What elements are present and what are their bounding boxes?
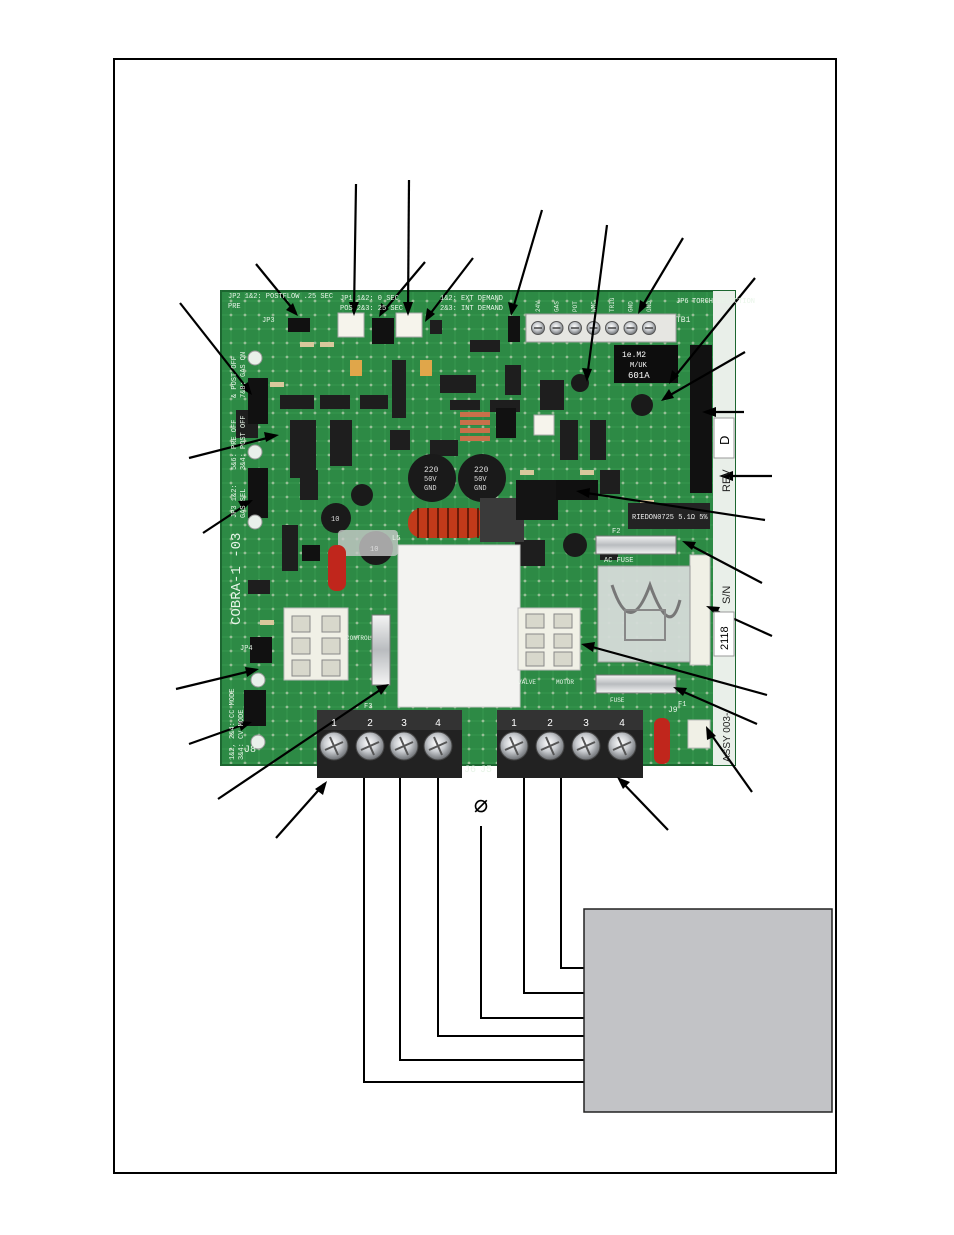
screw-slot: [394, 736, 414, 756]
terminal-numbers: 1 2 3 4 1 2 3 4: [331, 718, 625, 729]
cap1-mark-3: GND: [424, 485, 437, 493]
jp1b-header-label: POS 2&3: 25 SEC: [340, 305, 403, 313]
resistor-marking: RIEDON0725 5.1Ω 5%: [632, 514, 708, 522]
jp5-header-label: 1&2: EXT DEMAND: [440, 295, 503, 303]
silkscreen: JP2 1&2: POSTFLOW .25 SEC PRE JP3 JP1 1&…: [228, 293, 755, 776]
jp3-header-label: JP3: [262, 317, 275, 325]
j5-label: J5: [480, 765, 492, 776]
tb1-terminal-label: 24V: [535, 301, 542, 312]
potentiometers: [337, 312, 555, 436]
tb1-terminal-label: GND: [646, 301, 653, 312]
assy-label: ASSY 003-: [722, 713, 733, 762]
cap2-mark-1: 220: [474, 466, 489, 475]
tb1-screws: [531, 321, 656, 335]
jp4-cv-label: 3&4: CV MODE: [238, 710, 246, 760]
serial-number: 2118: [719, 626, 731, 650]
tb1-terminal-label: POT: [572, 301, 579, 312]
relay-mark-2: M/UK: [630, 362, 648, 370]
rev-letter: D: [717, 436, 732, 445]
ground-symbol: ⌀: [474, 790, 488, 818]
post-off-label: 3&4: POST OFF: [240, 415, 248, 470]
jp4-label: JP4: [240, 645, 253, 653]
cap1-mark-2: 50V: [424, 476, 437, 484]
l5-label: L5: [392, 535, 400, 543]
relay-mark-1: 1e.M2: [622, 351, 646, 360]
jp3-label: JP3 1&2:: [231, 484, 239, 518]
cap-small-1: 10: [331, 516, 339, 524]
gas-sel-label: GAS SEL: [240, 489, 248, 518]
tb1-terminal-labels: 24V GAS POT WMC TRIG GND GND: [535, 297, 653, 312]
fuse-label: FUSE: [610, 697, 625, 704]
screw-slot: [360, 736, 380, 756]
fuses: [371, 535, 677, 694]
jp5b-header-label: 2&3: INT DEMAND: [440, 305, 503, 313]
pre-off-label: 5&6: PRE OFF: [231, 420, 239, 470]
jp6-label: JP6: [676, 298, 689, 306]
valve-label: VALVE: [518, 679, 536, 686]
torch-selection-label: TORCH SELECTION: [692, 298, 755, 306]
screw-slot: [324, 736, 344, 756]
tb1-terminal-label: GND: [628, 301, 635, 312]
f2-label: F2: [612, 528, 620, 536]
f1-label: F1: [678, 701, 686, 709]
f3-label: F3: [364, 703, 372, 711]
power-resistor: [628, 503, 710, 529]
jp2-pre-label: PRE: [228, 303, 241, 311]
connector-pins: [291, 613, 573, 677]
j9-label: J9: [668, 706, 678, 715]
cap2-mark-2: 50V: [474, 476, 487, 484]
cap-small-2: 10: [370, 546, 378, 554]
left-terminal-number: 1: [331, 718, 337, 729]
mounting-holes: [247, 350, 266, 750]
tb1-terminal-label: GAS: [554, 301, 561, 312]
relay-mark-3: 601A: [628, 371, 650, 381]
tb1-label: TB1: [676, 316, 691, 325]
j8-label: J8: [244, 745, 256, 756]
screw-slot: [612, 736, 632, 756]
right-terminal-number: 2: [547, 718, 553, 729]
electrolytic-capacitors: [321, 374, 653, 565]
film-capacitors: [328, 545, 670, 764]
screw-slot: [576, 736, 596, 756]
pin-headers: [244, 316, 712, 726]
arrow-heads: [238, 300, 733, 795]
wiring: [363, 778, 584, 1083]
screw-slot: [428, 736, 448, 756]
ac-fuse-label: AC FUSE: [604, 557, 633, 565]
terminal-screws: [319, 731, 637, 761]
gas-on-label: 7&8: GAS ON: [240, 352, 248, 398]
clear-relay: [597, 565, 691, 663]
jp2-header-label: JP2 1&2: POSTFLOW .25 SEC: [228, 293, 333, 301]
rev-label: REV: [721, 469, 733, 492]
right-terminal-number: 3: [583, 718, 589, 729]
left-terminal-number: 3: [401, 718, 407, 729]
small-relay: [614, 345, 678, 383]
right-terminal-number: 4: [619, 718, 625, 729]
control-label: CONTROL: [346, 635, 372, 642]
post-off-top-label: & POST OFF: [231, 356, 239, 398]
motor-label: MOTOR: [556, 679, 574, 686]
external-module-box: [583, 908, 833, 1113]
board-name-label: COBRA-1 -03: [229, 533, 245, 625]
callout-arrows: [175, 179, 773, 839]
serial-prefix: S/N: [721, 586, 733, 604]
jp4-cc-label: 1&2, 2&4: CC MODE: [229, 689, 237, 760]
left-terminal-number: 4: [435, 718, 441, 729]
j6-label: J6: [464, 765, 476, 776]
tb1-terminal-label: WMC: [591, 301, 598, 312]
tb1-terminal-label: TRIG: [609, 297, 616, 312]
diagram-frame: [113, 58, 837, 1174]
jp1-header-label: JP1 1&2: 0 SEC: [340, 295, 399, 303]
cap1-mark-1: 220: [424, 466, 439, 475]
transformer: [338, 530, 521, 708]
screw-slot: [540, 736, 560, 756]
ic-components: [236, 320, 620, 594]
cap2-mark-3: GND: [474, 485, 487, 493]
right-terminal-number: 1: [511, 718, 517, 729]
screw-slot: [504, 736, 524, 756]
left-terminal-number: 2: [367, 718, 373, 729]
